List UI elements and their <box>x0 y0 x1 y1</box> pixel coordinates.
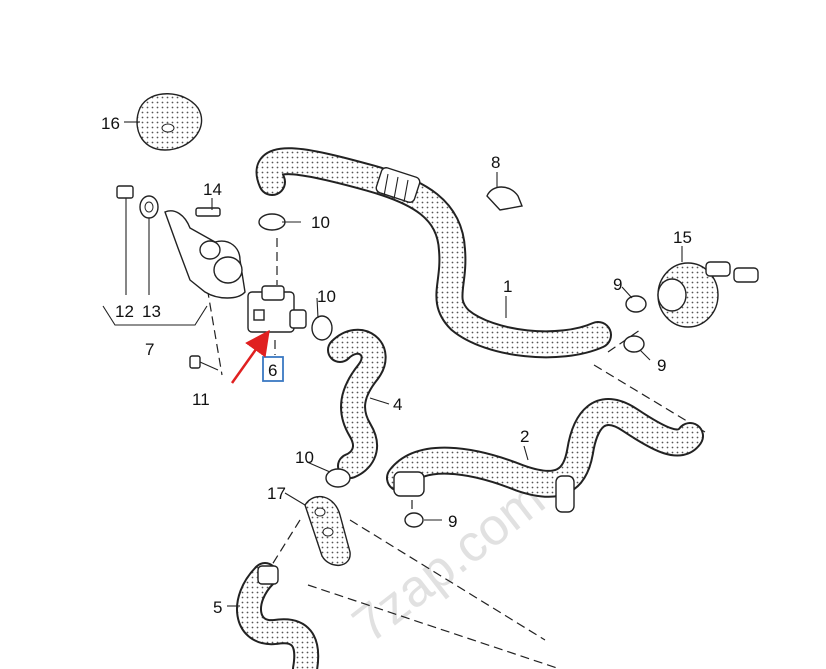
clamp-9b <box>623 335 645 353</box>
red-arrow <box>230 329 270 384</box>
hose-1 <box>255 147 612 359</box>
callout-7: 7 <box>145 340 154 359</box>
callout-5: 5 <box>213 598 222 617</box>
hose-1-connector <box>375 167 421 203</box>
grommet-16 <box>136 93 203 151</box>
clamp-9c <box>404 512 424 528</box>
bushing-13 <box>139 195 159 219</box>
hose-2 <box>386 398 704 513</box>
callout-10b: 10 <box>317 287 336 306</box>
callout-17: 17 <box>267 484 286 503</box>
screw-11 <box>189 355 219 371</box>
callout-11: 11 <box>192 390 210 409</box>
clamp-10b <box>311 315 333 341</box>
hose-4 <box>327 328 387 479</box>
valve-6 <box>247 285 307 333</box>
callout-4: 4 <box>393 395 402 414</box>
callout-16: 16 <box>101 114 120 133</box>
callout-leaders <box>102 121 683 607</box>
callout-2: 2 <box>520 427 529 446</box>
callout-6: 6 <box>268 361 277 380</box>
callout-8: 8 <box>491 153 500 172</box>
clamp-10c <box>325 468 351 488</box>
callout-13: 13 <box>142 302 161 321</box>
bracket-7 <box>164 210 246 299</box>
bolt-12 <box>116 185 134 199</box>
callout-14: 14 <box>203 180 222 199</box>
clamp-9a <box>625 295 647 313</box>
callout-9b: 9 <box>657 356 666 375</box>
hose-5 <box>236 562 320 669</box>
callout-10a: 10 <box>311 213 330 232</box>
highlight-box <box>262 356 284 382</box>
callout-10c: 10 <box>295 448 314 467</box>
flange-15 <box>657 261 759 328</box>
clamp-8 <box>486 186 523 211</box>
gasket-17 <box>304 495 351 566</box>
screw-14 <box>195 207 221 217</box>
callout-1: 1 <box>503 277 512 296</box>
callout-9a: 9 <box>613 275 622 294</box>
callout-15: 15 <box>673 228 692 247</box>
clamp-10a <box>258 213 286 231</box>
callout-9c: 9 <box>448 512 457 531</box>
callout-12: 12 <box>115 302 134 321</box>
